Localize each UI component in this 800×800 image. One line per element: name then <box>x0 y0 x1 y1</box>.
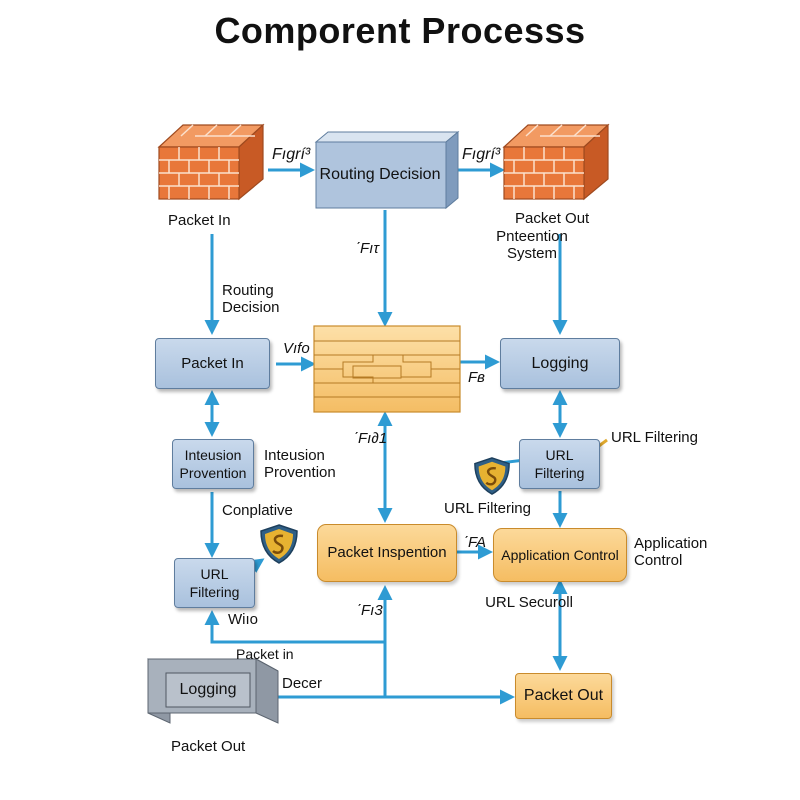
packet-out-box: Packet Out <box>515 673 612 719</box>
logging-box: Logging <box>500 338 620 389</box>
diagram-title: Comporent Processs <box>214 10 586 51</box>
firewall-left-label: Packet In <box>168 212 231 229</box>
prevention-system-label: Pnteention System <box>496 228 568 262</box>
firewall-right-label: Packet Out <box>515 210 590 227</box>
routing-decision-side-label: Routing Decision <box>222 282 280 316</box>
logging-bottom-block <box>147 658 279 724</box>
fig-right-label: Fıgrí³ <box>462 146 501 163</box>
routing-decision-top: Routing Decision <box>319 166 441 183</box>
routing-decision-block <box>314 130 460 210</box>
vi-label: Vıfo <box>283 340 310 357</box>
fb-label: Fʙ <box>468 369 485 386</box>
logging-bottom: Logging <box>179 681 237 698</box>
f-mid-center-label: ˊFı∂1 <box>353 430 388 447</box>
f3-label: ˊFı3 <box>356 602 383 619</box>
f-top-center-label: ˊFıτ <box>355 240 379 257</box>
url-filtering-callout-label: URL Filtering <box>611 429 698 446</box>
shield-icon <box>260 524 298 564</box>
firewall-icon <box>157 123 265 201</box>
arrow-bottom-to-urlfilter <box>204 610 385 644</box>
application-control-box: Application Control <box>493 528 627 582</box>
packet-inspection-box: Packet Inspention <box>317 524 457 582</box>
packet-out-caption: Packet Out <box>171 738 246 755</box>
fig-left-label: Fıgrí³ <box>272 146 311 163</box>
application-control-side-label: Application Control <box>634 535 708 569</box>
url-filtering-left-box: URL Filtering <box>174 558 255 608</box>
intrusion-box: Inteusion Provention <box>172 439 254 489</box>
wi-label: Wiıo <box>228 611 258 628</box>
url-filtering-mid-label: URL Filtering <box>444 500 531 517</box>
packet-processing-module <box>313 325 461 413</box>
intrusion-side-label: Inteusion Provention <box>264 447 336 481</box>
decer-label: Decer <box>282 675 323 692</box>
fa-label: ˊFA <box>463 534 487 551</box>
packet-in-box: Packet In <box>155 338 270 389</box>
packet-in-bottom-label: Packet in <box>236 646 294 662</box>
url-filtering-right-box: URL Filtering <box>519 439 600 489</box>
firewall-icon <box>502 123 610 201</box>
conplative-label: Conplative <box>222 502 293 519</box>
shield-icon <box>474 457 510 495</box>
url-securoll-label: URL Securoll <box>485 594 573 611</box>
